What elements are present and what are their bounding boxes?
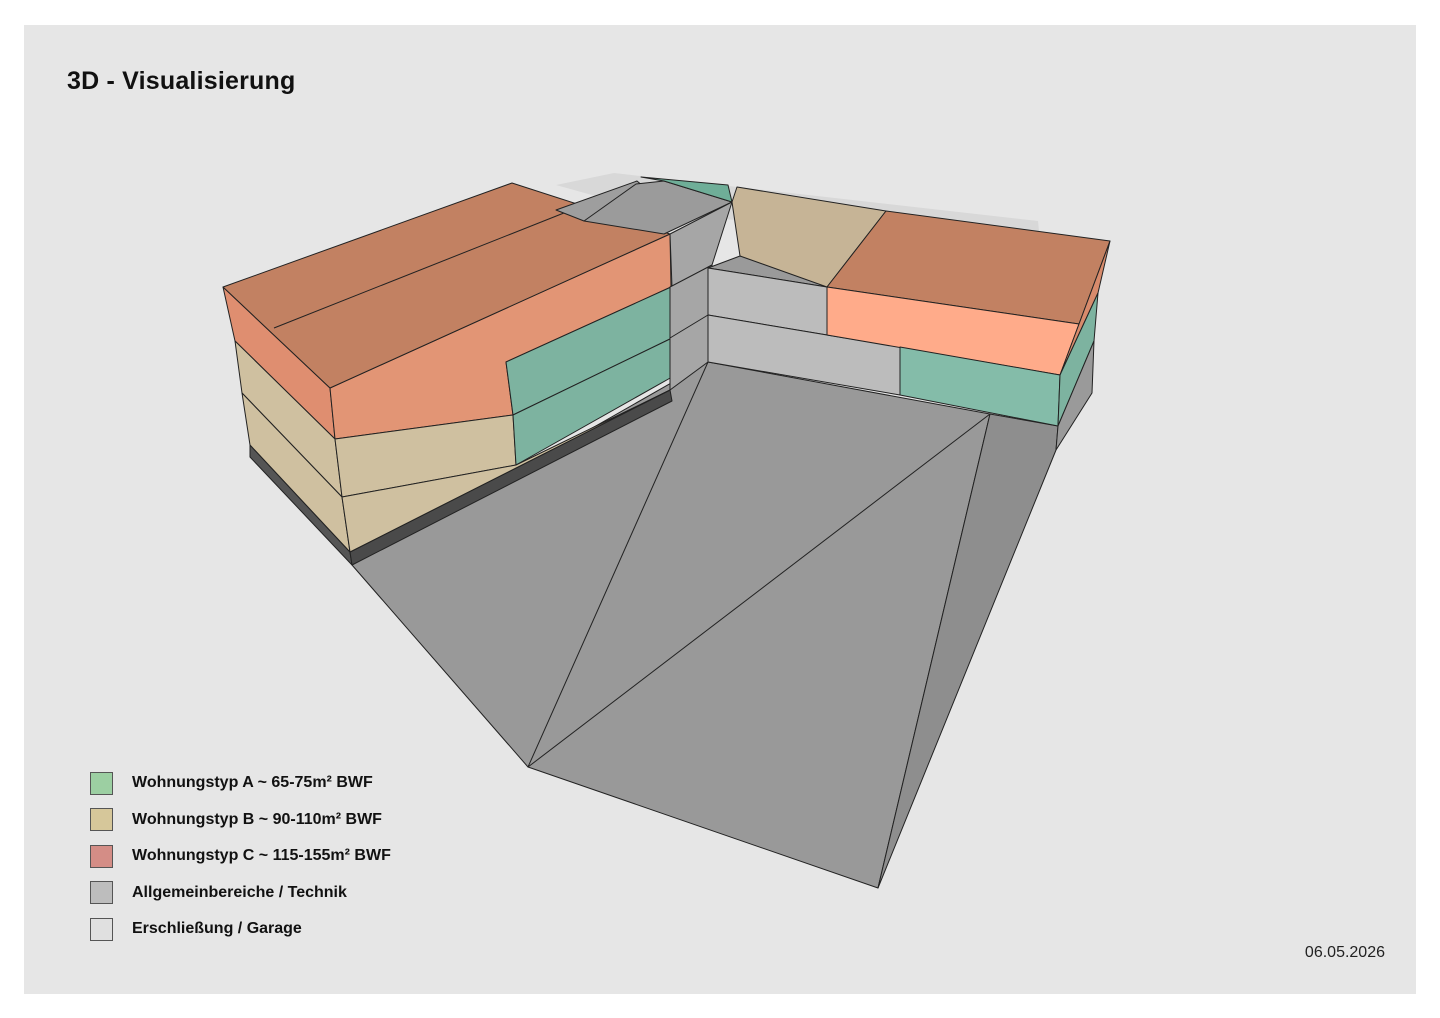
legend-item-allgemein: Allgemeinbereiche / Technik (90, 875, 391, 912)
legend-label: Erschließung / Garage (132, 920, 302, 938)
drawing-sheet: 3D - Visualisierung (24, 25, 1416, 994)
legend-swatch-a-icon (90, 771, 113, 795)
roof-ridge (273, 204, 585, 329)
legend-label: Wohnungstyp B ~ 90-110m² BWF (132, 810, 382, 828)
legend-swatch-c-icon (90, 844, 113, 868)
garage-slab-edge (527, 361, 709, 768)
legend-label: Allgemeinbereiche / Technik (132, 883, 347, 901)
core-edge (669, 314, 709, 339)
legend-swatch-erschliessung-icon (90, 917, 113, 941)
garage-slab-edge (527, 413, 991, 768)
date-stamp: 06.05.2026 (1304, 944, 1385, 961)
legend: Wohnungstyp A ~ 65-75m² BWF Wohnungstyp … (90, 765, 391, 948)
legend-label: Wohnungstyp C ~ 115-155m² BWF (132, 847, 391, 865)
legend-label: Wohnungstyp A ~ 65-75m² BWF (132, 774, 373, 792)
building-3d-model (222, 173, 1111, 889)
legend-item-typ-b: Wohnungstyp B ~ 90-110m² BWF (90, 802, 391, 839)
legend-item-typ-a: Wohnungstyp A ~ 65-75m² BWF (90, 765, 391, 802)
legend-item-erschliessung: Erschließung / Garage (90, 911, 391, 948)
legend-swatch-allgemein-icon (90, 881, 113, 905)
page-title: 3D - Visualisierung (67, 67, 296, 95)
legend-swatch-b-icon (90, 808, 113, 832)
legend-item-typ-c: Wohnungstyp C ~ 115-155m² BWF (90, 838, 391, 875)
right-wing-end-low (1055, 340, 1095, 451)
